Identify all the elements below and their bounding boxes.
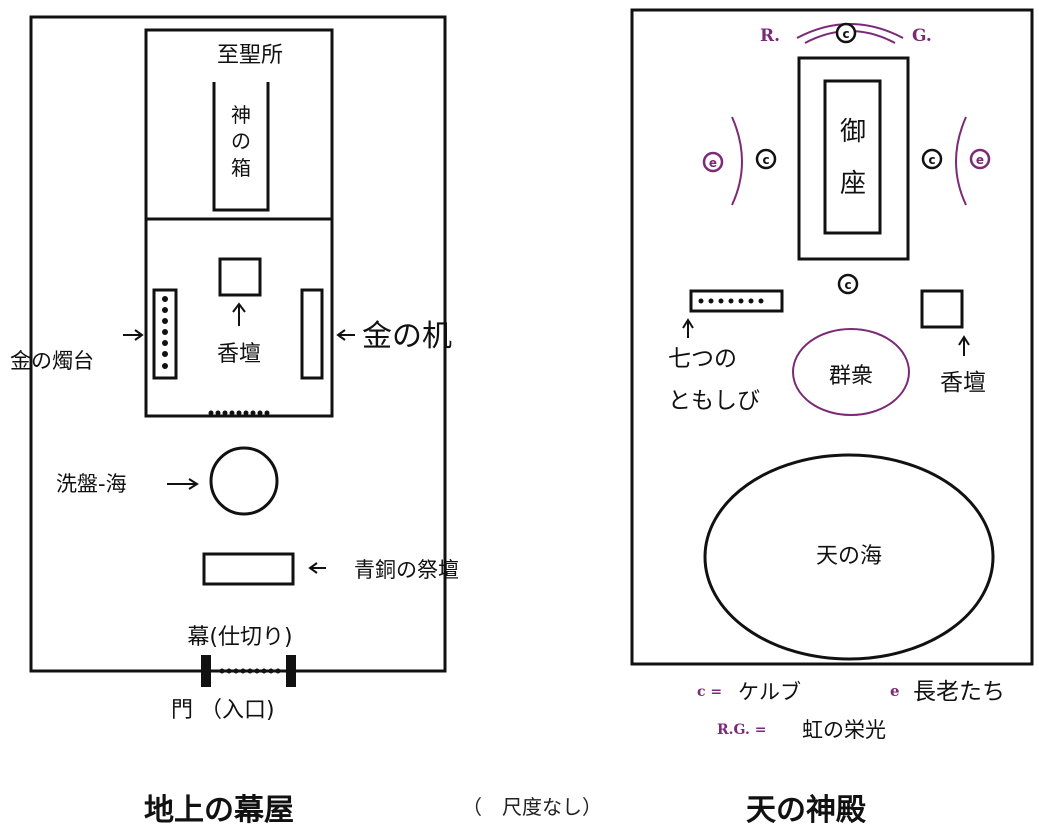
bronze-altar-label: 青銅の祭壇: [354, 558, 459, 582]
svg-text:e: e: [709, 156, 717, 170]
tent-outline: [144, 28, 334, 418]
seven-lamps-box: [689, 289, 784, 313]
svg-text:c: c: [762, 153, 769, 167]
sea-ellipse: [703, 453, 995, 661]
cherub-bottom: c: [837, 273, 859, 295]
incense-arrow-head: [232, 302, 246, 313]
svg-text:e: e: [976, 153, 984, 167]
throne-label-2: 座: [840, 169, 866, 199]
inner-veil-dots: [208, 410, 270, 416]
laver-circle: [209, 446, 279, 516]
multitude-label: 群衆: [829, 364, 873, 389]
seven-lamps-dots: [698, 298, 764, 304]
ark-label-2: の: [231, 129, 251, 153]
seven-lamps-label-1: 七つの: [668, 346, 737, 372]
gate-post-right: [286, 655, 296, 687]
legend-e-key: e: [890, 682, 900, 700]
svg-text:c: c: [928, 153, 935, 167]
bronze-altar-arrow-head: [308, 562, 318, 574]
heaven-incense-arrow-head: [958, 335, 970, 346]
veil-label: 幕(仕切り): [187, 625, 292, 650]
table-box: [300, 288, 324, 380]
legend-rg-key: R.G. =: [717, 722, 766, 738]
legend-rg-value: 虹の栄光: [802, 718, 886, 742]
ark-label-1: 神: [231, 103, 251, 127]
cherub-left: c: [755, 148, 777, 170]
table-label: 金の机: [362, 319, 452, 354]
legend-c-value: ケルブ: [738, 680, 801, 704]
table-arrow-head: [336, 329, 346, 341]
incense-altar-label: 香壇: [217, 342, 261, 367]
gate-dots: [219, 668, 281, 674]
lampstand-box: [152, 288, 178, 380]
throne-label-1: 御: [840, 117, 866, 147]
gate-label: 門 （入口): [171, 698, 275, 723]
multitude-ellipse: [792, 328, 910, 416]
cherub-top: c: [835, 22, 857, 44]
heavenly-temple: R. G. c c c c e e: [630, 8, 1034, 666]
throne-inner: [823, 79, 882, 235]
scale-note: （ 尺度なし）: [462, 795, 602, 819]
ark-label-3: 箱: [231, 156, 251, 180]
throne-outer: [797, 56, 910, 261]
earthly-tabernacle: 至聖所 神 の 箱 香壇 金の燭台 金の机 洗盤-海: [10, 15, 459, 723]
gate-post-left: [201, 655, 211, 687]
heaven-incense-altar-label: 香壇: [940, 370, 986, 396]
laver-label: 洗盤-海: [56, 472, 127, 496]
lampstand-arrow-head: [134, 329, 144, 341]
sea-label: 天の海: [816, 544, 882, 569]
seven-lamps-label-2: ともしび: [668, 388, 760, 414]
svg-text:c: c: [844, 278, 851, 292]
seven-lamps-arrow-head: [682, 318, 694, 329]
ark-box: [212, 82, 270, 212]
incense-altar-box: [218, 257, 262, 297]
legend-c-key: c =: [697, 684, 722, 700]
laver-arrow-head: [188, 478, 199, 490]
holy-of-holies-label: 至聖所: [217, 43, 283, 68]
earthly-caption: 地上の幕屋: [144, 793, 294, 828]
rainbow-label-g: G.: [912, 26, 932, 46]
cherub-right: c: [921, 148, 943, 170]
heavenly-caption: 天の神殿: [746, 793, 866, 828]
elder-arc-right: [955, 116, 967, 206]
elder-arc-left: [731, 116, 743, 206]
temple-outline: [630, 8, 1034, 666]
legend: c = ケルブ e 長老たち R.G. = 虹の栄光: [697, 679, 1005, 742]
legend-e-value: 長老たち: [913, 679, 1005, 705]
bronze-altar-box: [202, 552, 295, 586]
elder-right: e: [969, 148, 991, 170]
svg-text:c: c: [842, 27, 849, 41]
lampstand-label: 金の燭台: [10, 349, 94, 373]
heaven-incense-altar-box: [920, 289, 964, 329]
lampstand-lamps: [162, 296, 168, 369]
elder-left: e: [702, 151, 724, 173]
rainbow-label-r: R.: [760, 26, 780, 46]
